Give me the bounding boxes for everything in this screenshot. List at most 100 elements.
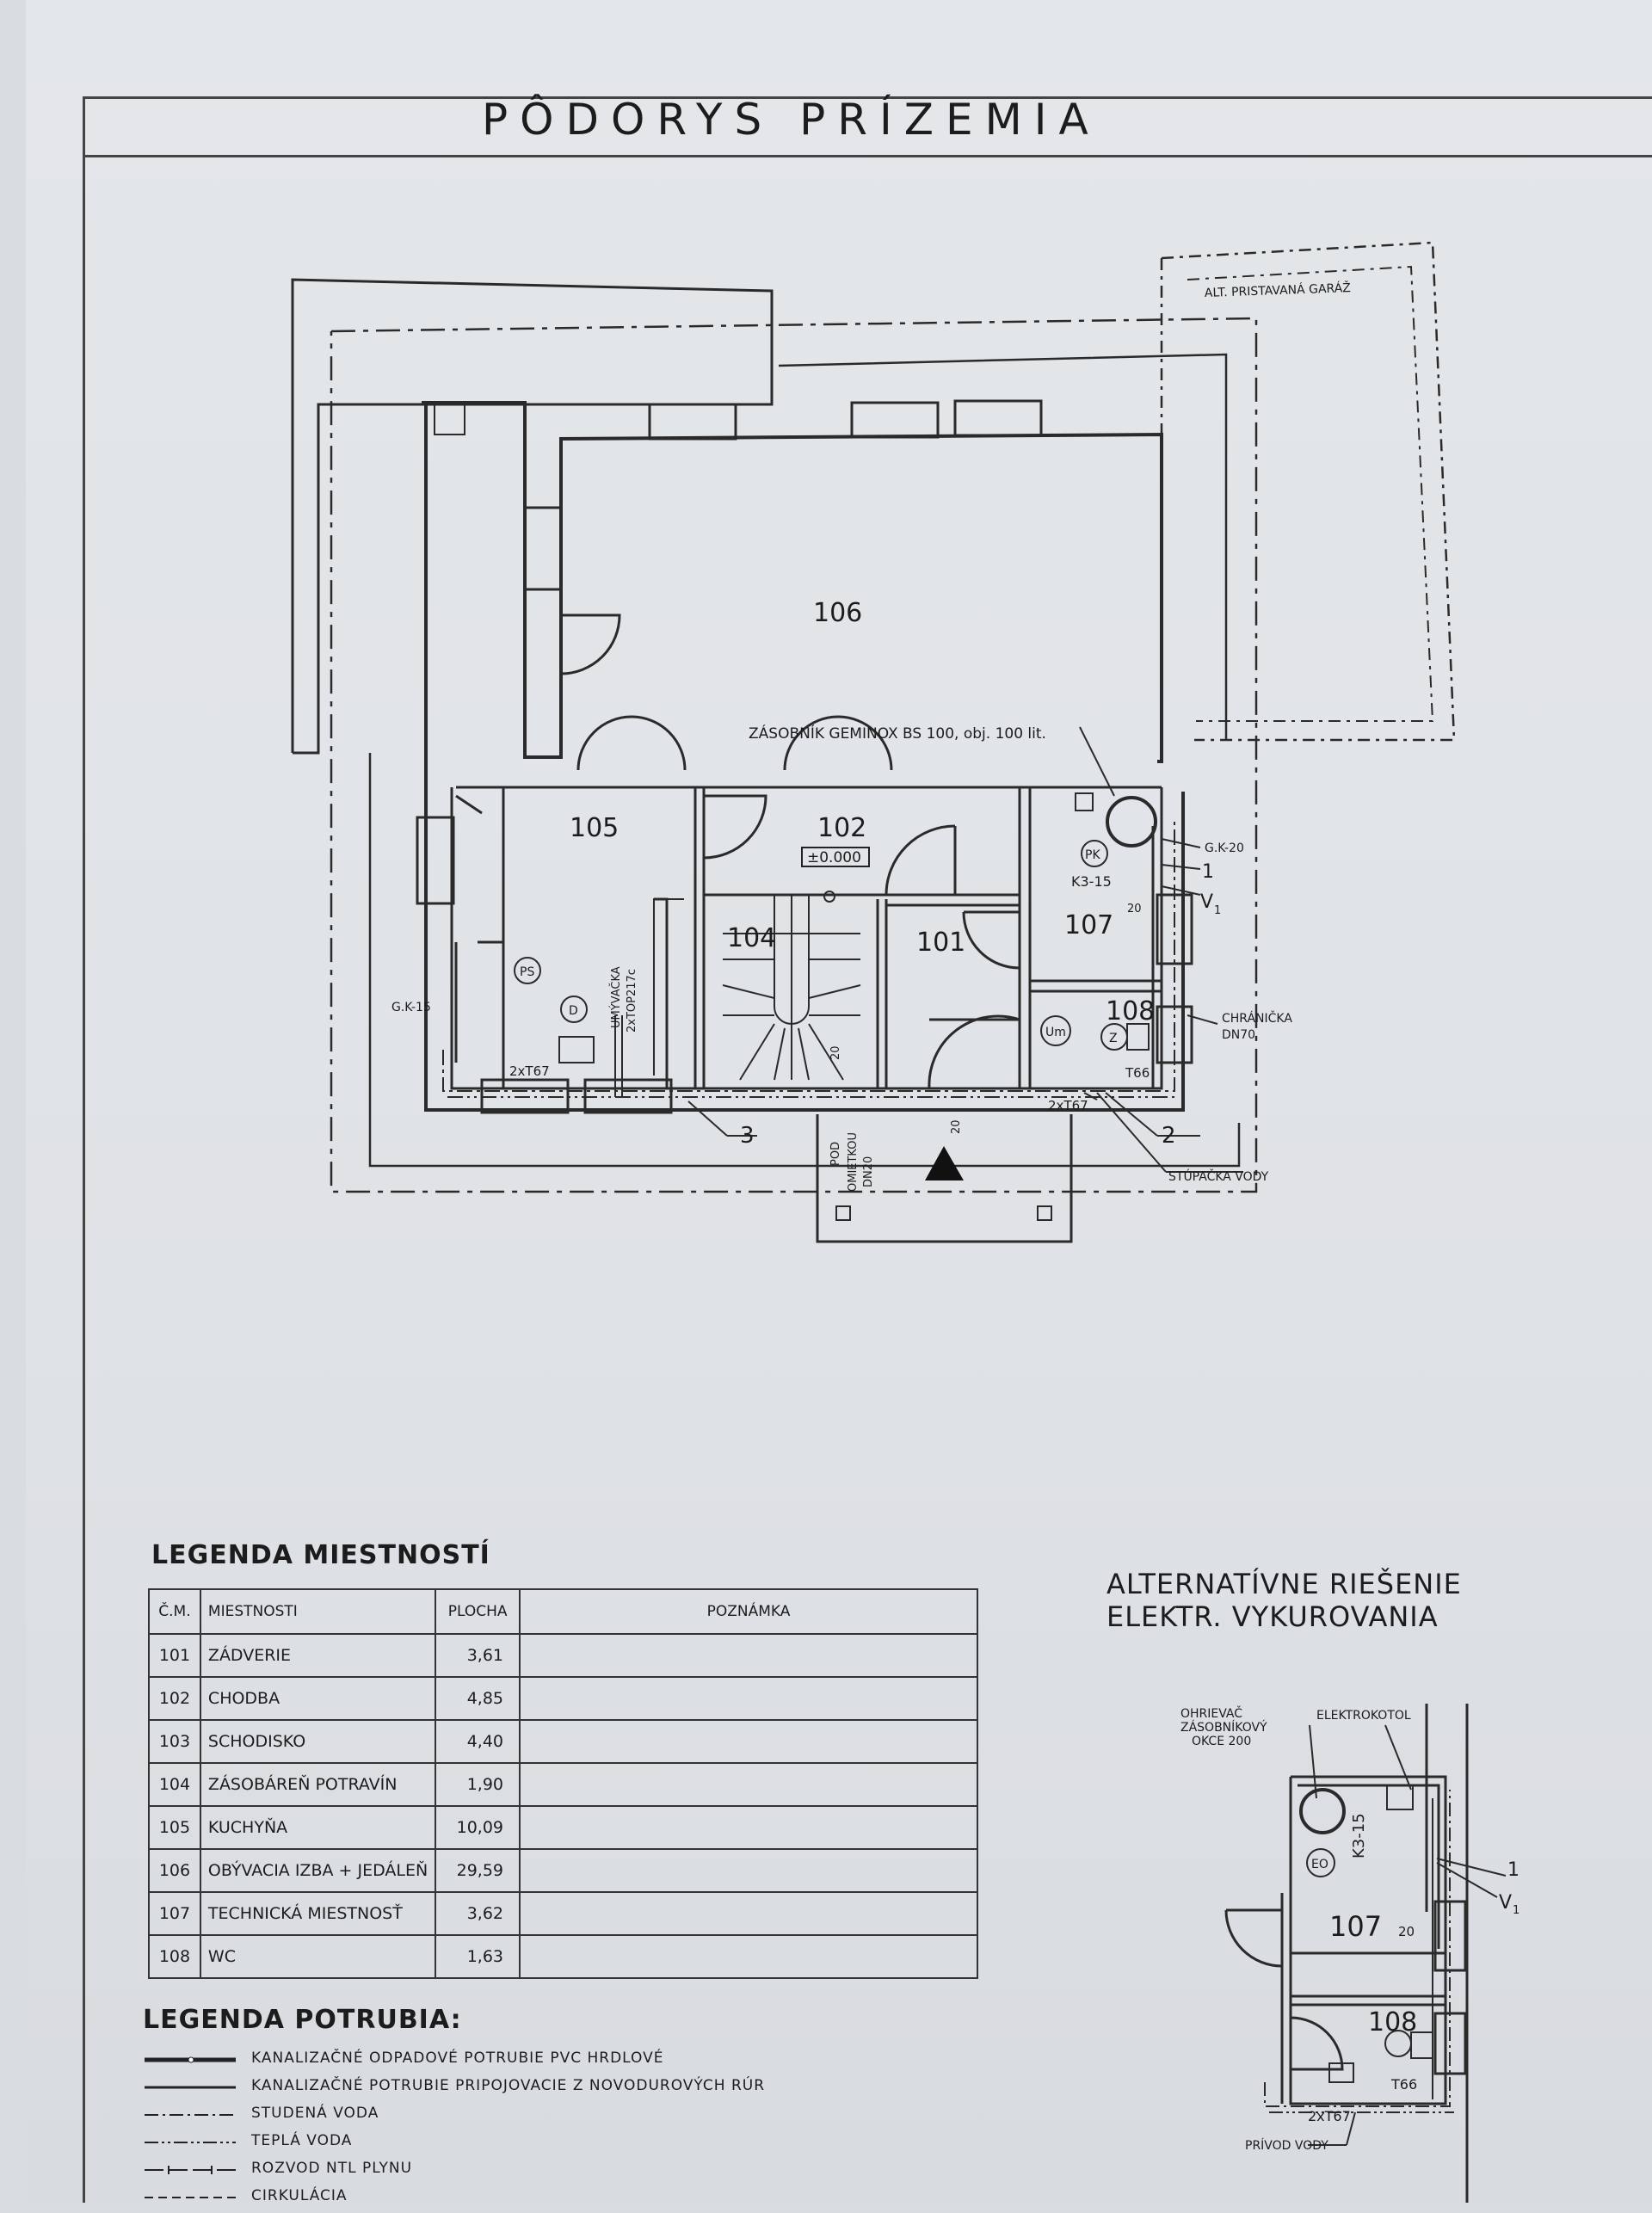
room-107-label: 107: [1064, 910, 1113, 940]
frame-title-line: [83, 155, 1652, 157]
omietkou-label: OMIETKOU: [847, 1132, 860, 1192]
gk15-label: G.K-15: [391, 1001, 431, 1014]
callout-v1: V: [1200, 891, 1213, 913]
room-name: ZÁDVERIE: [199, 1633, 437, 1678]
table-row: 102 CHODBA 4,85: [148, 1676, 978, 1721]
line-sample-icon: [145, 2086, 236, 2089]
umyvacka-label: UMÝVAČKA: [609, 966, 623, 1028]
z-label: Z: [1109, 1032, 1118, 1045]
alt-privod-label: PRÍVOD VODY: [1245, 2138, 1328, 2153]
room-name: TECHNICKÁ MIESTNOSŤ: [199, 1891, 437, 1936]
legend-label: CIRKULÁCIA: [251, 2187, 348, 2204]
table-header: POZNÁMKA: [519, 1588, 978, 1635]
line-sample-icon: [145, 2142, 236, 2143]
d-label: D: [569, 1004, 578, 1018]
drawing-title: PÔDORYS PRÍZEMIA: [482, 95, 1100, 145]
room-area: 1,63: [435, 1934, 521, 1979]
room-name: ZÁSOBÁREŇ POTRAVÍN: [199, 1762, 437, 1807]
room-area: 3,61: [435, 1633, 521, 1678]
room-name: KUCHYŇA: [199, 1805, 437, 1850]
level-mark: ±0.000: [807, 849, 861, 866]
chranicka-label: CHRÁNIČKA: [1222, 1010, 1292, 1026]
room-number: 108: [148, 1934, 201, 1979]
room-number: 102: [148, 1676, 201, 1721]
room-106-label: 106: [813, 598, 862, 628]
dim-20-stair: 20: [829, 1045, 842, 1060]
dim-20-tech: 20: [1127, 903, 1142, 915]
alt-okce-label: OKCE 200: [1192, 1735, 1251, 1748]
frame-left-line: [83, 96, 85, 2203]
k315-label: K3-15: [1071, 873, 1112, 890]
room-note: [519, 1891, 978, 1936]
room-note: [519, 1805, 978, 1850]
entrance-arrow-icon: [925, 1146, 964, 1180]
line-sample-icon: [145, 2056, 236, 2063]
table-row: 101 ZÁDVERIE 3,61: [148, 1633, 978, 1678]
room-108-label: 108: [1106, 996, 1155, 1026]
t66-label: T66: [1125, 1065, 1150, 1081]
room-104-label: 104: [727, 923, 776, 953]
alternative-title-line2: ELEKTR. VYKUROVANIA: [1106, 1600, 1439, 1633]
room-area: 10,09: [435, 1805, 521, 1850]
table-row: 107 TECHNICKÁ MIESTNOSŤ 3,62: [148, 1891, 978, 1936]
callout-1: 1: [1202, 861, 1214, 883]
t67-left-label: 2xT67: [509, 1063, 550, 1079]
table-row: 105 KUCHYŇA 10,09: [148, 1805, 978, 1850]
rooms-legend-title: LEGENDA MIESTNOSTÍ: [151, 1540, 490, 1570]
alt-zasobnikovy-label: ZÁSOBNÍKOVÝ: [1180, 1720, 1267, 1735]
ps-label: PS: [520, 965, 534, 979]
garage-note: ALT. PRISTAVANÁ GARÁŽ: [1205, 280, 1352, 300]
t67-right-label: 2xT67: [1048, 1098, 1088, 1113]
alt-eo-label: EO: [1311, 1858, 1328, 1871]
umyvacka-pipe-label: 2xTOP217c: [626, 969, 638, 1033]
callout-v1-sub: 1: [1214, 904, 1221, 917]
pod-label: POD: [829, 1142, 842, 1166]
room-number: 105: [148, 1805, 201, 1850]
alt-t66-label: T66: [1390, 2076, 1417, 2093]
level-mark-box: [801, 847, 870, 867]
alt-callout-v1-sub: 1: [1513, 1904, 1519, 1917]
table-header: Č.M.: [148, 1588, 201, 1635]
room-number: 104: [148, 1762, 201, 1807]
room-note: [519, 1633, 978, 1678]
callout-3: 3: [740, 1123, 755, 1149]
table-row: 108 WC 1,63: [148, 1934, 978, 1979]
callout-2: 2: [1162, 1123, 1176, 1149]
alternative-title-line1: ALTERNATÍVNE RIEŠENIE: [1106, 1568, 1462, 1600]
room-number: 107: [148, 1891, 201, 1936]
pipes-legend-title: LEGENDA POTRUBIA:: [143, 2005, 462, 2035]
room-102-label: 102: [817, 813, 866, 843]
frame-top-line: [83, 96, 1652, 99]
room-name: WC: [199, 1934, 437, 1979]
alt-dim-20: 20: [1398, 1924, 1415, 1939]
dn70-label: DN70: [1222, 1028, 1255, 1042]
legend-label: KANALIZAČNÉ ODPADOVÉ POTRUBIE PVC HRDLOV…: [251, 2050, 664, 2067]
legend-label: KANALIZAČNÉ POTRUBIE PRIPOJOVACIE Z NOVO…: [251, 2077, 766, 2094]
room-note: [519, 1676, 978, 1721]
room-name: CHODBA: [199, 1676, 437, 1721]
legend-label: ROZVOD NTL PLYNU: [251, 2160, 413, 2177]
alt-callout-1: 1: [1507, 1859, 1519, 1881]
table-header: PLOCHA: [435, 1588, 521, 1635]
table-row: 106 OBÝVACIA IZBA + JEDÁLEŇ 29,59: [148, 1848, 978, 1893]
room-area: 3,62: [435, 1891, 521, 1936]
room-name: OBÝVACIA IZBA + JEDÁLEŇ: [199, 1848, 437, 1893]
room-area: 4,40: [435, 1719, 521, 1764]
room-101-label: 101: [916, 928, 965, 958]
tank-note: ZÁSOBNÍK GEMINOX BS 100, obj. 100 lit.: [749, 724, 1046, 743]
rooms-legend-table: Č.M. MIESTNOSTI PLOCHA POZNÁMKA 101 ZÁDV…: [148, 1588, 978, 1979]
room-name: SCHODISKO: [199, 1719, 437, 1764]
legend-label: STUDENÁ VODA: [251, 2105, 379, 2122]
dim-20-entrance: 20: [950, 1119, 963, 1134]
pk-label: PK: [1085, 848, 1100, 862]
room-note: [519, 1848, 978, 1893]
room-note: [519, 1719, 978, 1764]
alternative-title: ALTERNATÍVNE RIEŠENIE ELEKTR. VYKUROVANI…: [1106, 1568, 1462, 1633]
alt-ohrievac-label: OHRIEVAČ: [1180, 1705, 1242, 1721]
table-row: 103 SCHODISKO 4,40: [148, 1719, 978, 1764]
alt-callout-v1: V: [1499, 1892, 1512, 1914]
room-105-label: 105: [570, 813, 619, 843]
alt-k315-label: K3-15: [1350, 1813, 1368, 1859]
